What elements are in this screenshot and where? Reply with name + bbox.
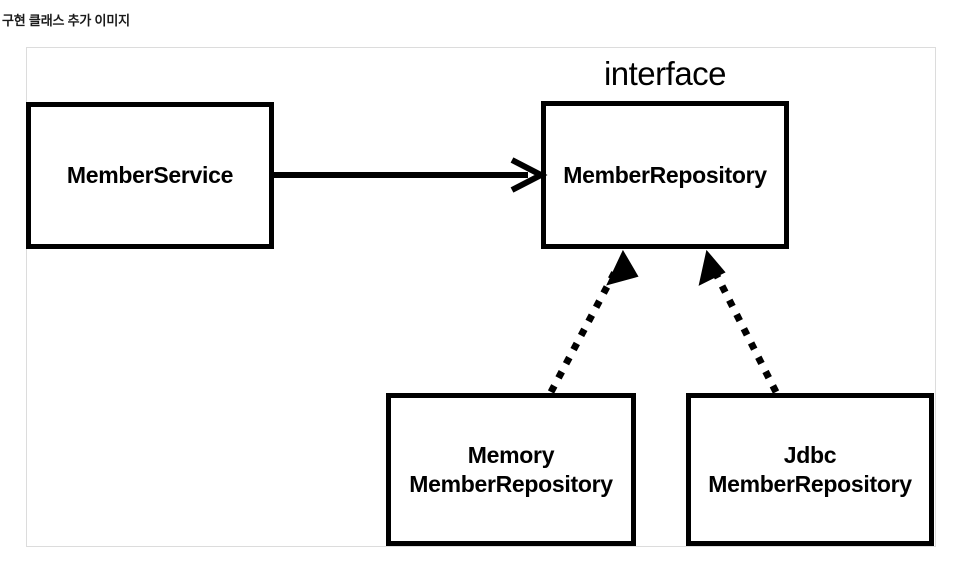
interface-stereotype-label: interface bbox=[603, 55, 727, 92]
class-box-member-repository[interactable]: MemberRepository bbox=[541, 101, 789, 249]
class-box-memory-member-repository-label: Memory MemberRepository bbox=[409, 442, 613, 497]
class-box-jdbc-member-repository[interactable]: Jdbc MemberRepository bbox=[686, 393, 934, 546]
class-box-member-service-label: MemberService bbox=[66, 162, 234, 189]
page-title: 구현 클래스 추가 이미지 bbox=[2, 13, 130, 28]
class-box-jdbc-member-repository-label: Jdbc MemberRepository bbox=[708, 442, 912, 497]
class-box-memory-member-repository[interactable]: Memory MemberRepository bbox=[386, 393, 636, 546]
class-box-member-service[interactable]: MemberService bbox=[26, 102, 274, 249]
class-box-member-repository-label: MemberRepository bbox=[563, 161, 767, 188]
